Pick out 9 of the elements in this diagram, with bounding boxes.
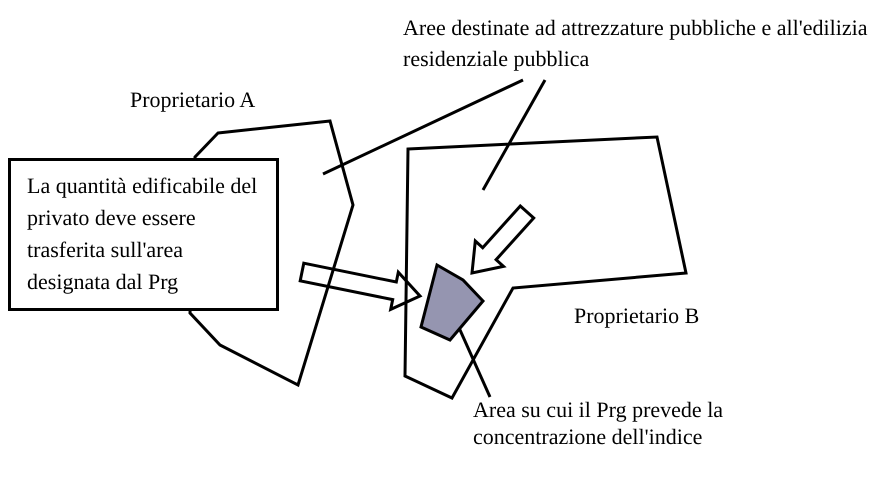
leader-line (322, 78, 524, 176)
callout-text: Aree destinate ad attrezzature pubbliche e all'edilizia residenziale pubblica (403, 12, 877, 74)
note-box: La quantità edificabile del privato deve essere trasferita sull'area designata dal Prg (8, 158, 279, 311)
block-arrow (298, 261, 422, 312)
owner-label: Proprietario B (574, 302, 700, 330)
callout-text: Area su cui il Prg prevede la concentrazione dell'indice (473, 396, 735, 450)
leader-line (482, 79, 546, 191)
block-arrow (470, 204, 536, 275)
owner-label: Proprietario A (130, 86, 256, 114)
